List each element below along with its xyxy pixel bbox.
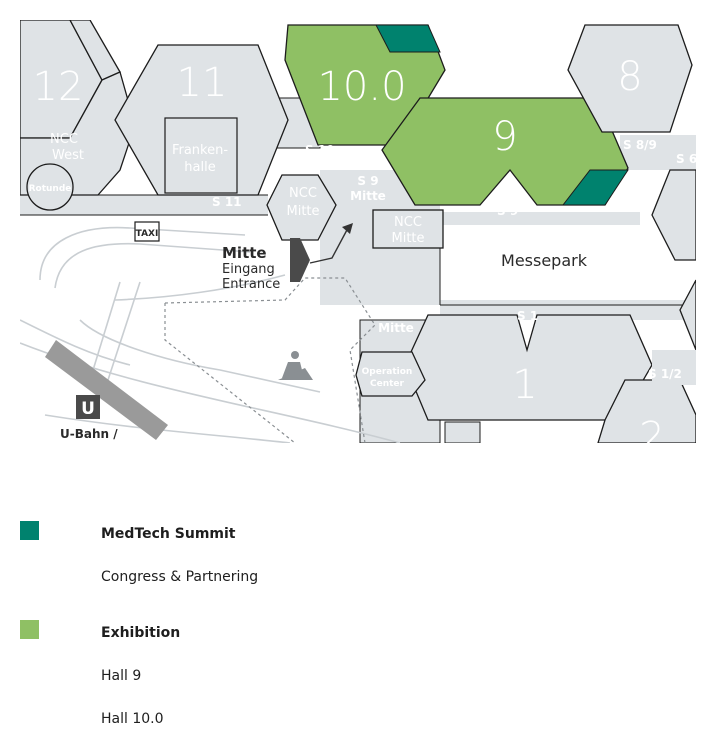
messepark-label: Messepark [501, 251, 588, 270]
hall-9-label: 9 [492, 114, 517, 160]
svg-text:halle: halle [184, 160, 215, 175]
hall-right-edge[interactable] [651, 169, 696, 351]
svg-text:TAXI: TAXI [136, 229, 159, 239]
svg-text:Operation: Operation [362, 367, 413, 377]
passage-s1-mitte: S 1 [385, 306, 406, 320]
passage-s9-mitte: S 9 [357, 174, 378, 188]
hall-1[interactable]: 1 [404, 314, 653, 421]
legend-item: Hall 9 [101, 668, 142, 684]
passage-s1: S 1 [517, 309, 538, 323]
passage-labels: S 10 S 11 S 9 Mitte S 9 S 8/9 S 6/7 S 1 … [212, 138, 696, 381]
svg-text:Entrance: Entrance [222, 277, 280, 292]
svg-text:Center: Center [370, 379, 405, 389]
hall-10-0-label: 10.0 [317, 64, 406, 110]
svg-text:West: West [52, 148, 84, 163]
direction-arrow-icon [309, 227, 349, 264]
svg-text:NCC: NCC [50, 132, 78, 147]
hall-8-label: 8 [617, 54, 642, 100]
passage-s12: S 1/2 [648, 367, 682, 381]
connector-block [444, 350, 696, 443]
passage-s9: S 9 [497, 204, 518, 218]
venue-map: 12 NCC West Rotunde 11 Franken- halle 10… [20, 20, 696, 443]
exhibition-swatch [20, 620, 39, 639]
ubahn-icon: U [81, 399, 95, 419]
passage-s10: S 10 [305, 143, 335, 157]
rotunde[interactable]: Rotunde [26, 163, 74, 211]
legend-title-medtech: MedTech Summit [101, 526, 236, 542]
ubahn-label: U-Bahn / [60, 427, 118, 441]
mitte-label: Mitte [222, 244, 267, 262]
hall-1-label: 1 [512, 362, 537, 408]
medtech-swatch [20, 521, 39, 540]
mitte-entrance[interactable]: Mitte Eingang Entrance [222, 223, 353, 292]
legend-item: Hall 10.0 [101, 711, 164, 727]
ncc-mitte-hex[interactable]: NCC Mitte [266, 174, 337, 241]
operation-center[interactable]: Operation Center [355, 351, 426, 397]
legend-item: Congress & Partnering [101, 569, 259, 585]
svg-text:NCC: NCC [289, 186, 317, 201]
hall-8[interactable]: 8 [567, 24, 693, 133]
passage-s11: S 11 [212, 195, 242, 209]
svg-text:Mitte: Mitte [286, 204, 319, 219]
passage-s89: S 8/9 [623, 138, 657, 152]
hall-2[interactable]: 2 [597, 379, 696, 443]
entrance-arrow-icon [290, 238, 310, 282]
ncc-mitte-rect[interactable]: NCC Mitte [372, 209, 444, 249]
hall-12-label: 12 [33, 64, 84, 110]
svg-text:Rotunde: Rotunde [29, 184, 72, 194]
hall-10-0[interactable]: 10.0 [284, 24, 446, 146]
hall-11[interactable]: 11 Franken- halle [114, 44, 289, 196]
svg-text:Mitte: Mitte [350, 189, 386, 203]
construction-icon [278, 351, 313, 380]
passage-s67: S 6/7 [676, 152, 696, 166]
ubahn-station[interactable]: U U-Bahn / [45, 340, 168, 441]
hall-11-label: 11 [177, 60, 228, 106]
svg-text:Mitte: Mitte [391, 231, 424, 246]
hall-2-label: 2 [639, 414, 664, 443]
svg-text:Mitte: Mitte [378, 321, 414, 335]
legend-title-exhibition: Exhibition [101, 625, 181, 641]
construction-area [164, 277, 376, 443]
frankenhalle-label: Franken- [172, 143, 228, 158]
taxi-sign: TAXI [134, 221, 160, 242]
svg-text:NCC: NCC [394, 215, 422, 230]
hall-9[interactable]: 9 [381, 97, 629, 206]
svg-text:Eingang: Eingang [222, 262, 275, 277]
